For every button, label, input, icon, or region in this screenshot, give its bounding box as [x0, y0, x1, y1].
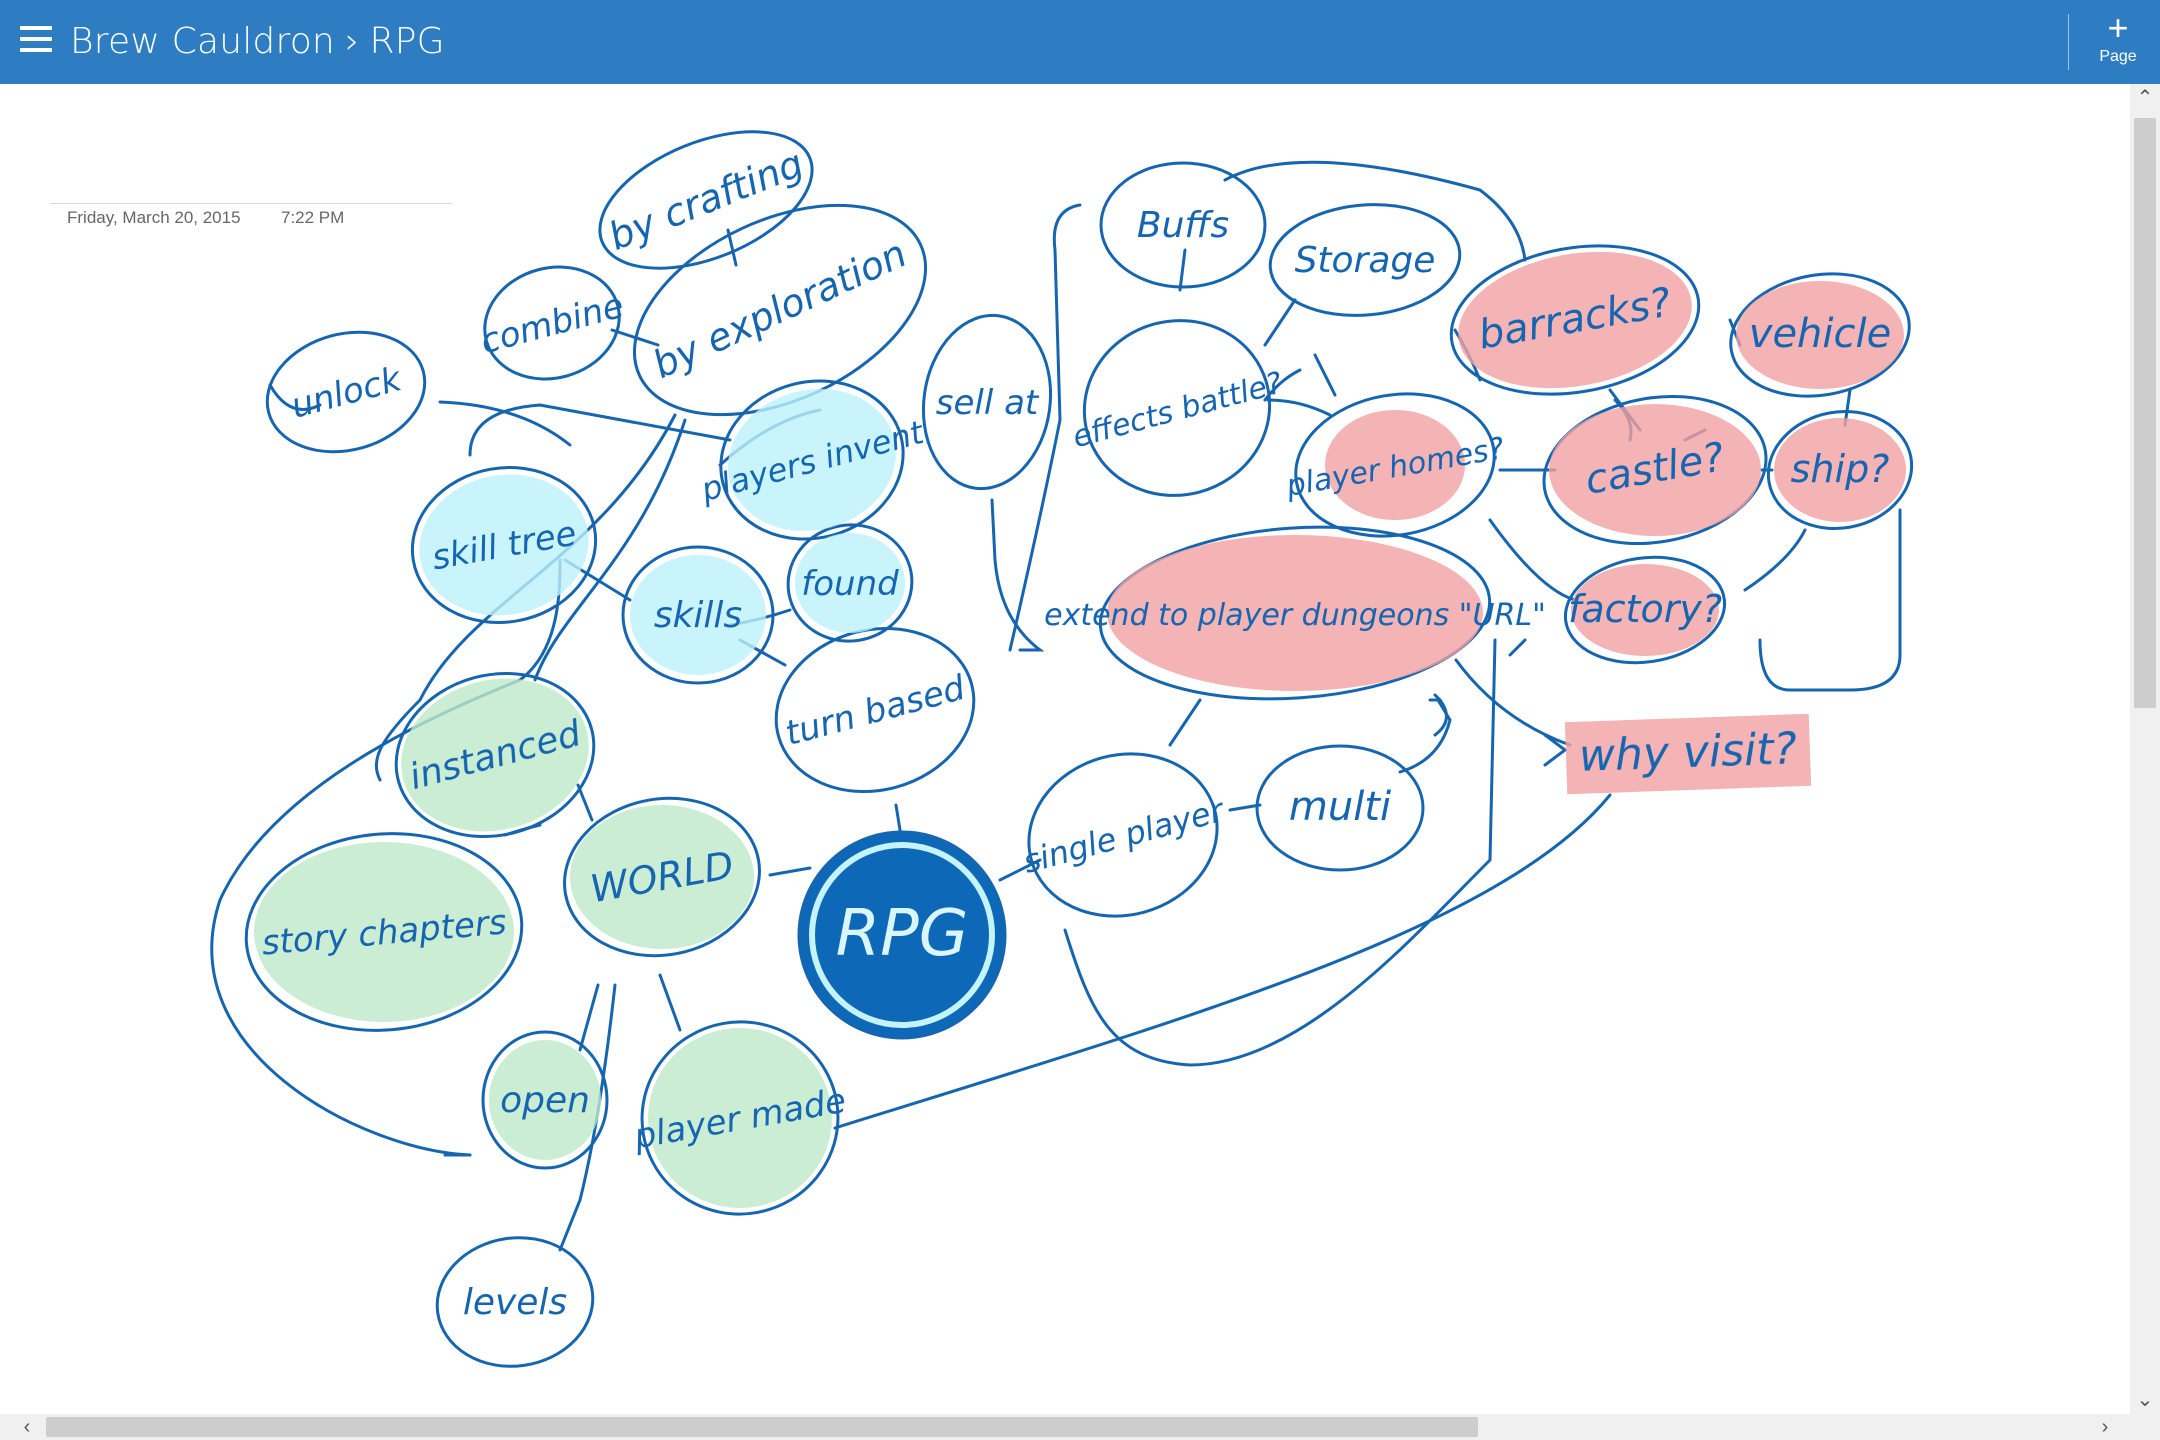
scroll-down-icon[interactable]: ⌄ [2136, 1389, 2154, 1411]
node-buffs: Buffs [1137, 205, 1229, 246]
title-bar: Brew Cauldron›RPG + Page [0, 0, 2160, 84]
scrollbar-corner [2130, 1414, 2160, 1440]
node-ship: ship? [1791, 447, 1890, 491]
node-single-player: single player [1019, 791, 1229, 881]
node-factory: factory? [1568, 587, 1722, 631]
titlebar-divider [2068, 14, 2069, 70]
hamburger-menu-icon[interactable] [20, 26, 52, 58]
page-date: Friday, March 20, 2015 [67, 208, 241, 227]
horizontal-scroll-thumb[interactable] [46, 1417, 1478, 1437]
node-vehicle: vehicle [1749, 311, 1891, 357]
plus-icon: + [2107, 7, 2129, 48]
node-effects-battle: effects battle? [1069, 366, 1286, 456]
vertical-scroll-thumb[interactable] [2134, 118, 2156, 708]
node-found: found [801, 564, 899, 604]
node-open: open [500, 1080, 590, 1121]
node-turn-based: turn based [781, 668, 969, 754]
page-time: 7:22 PM [281, 208, 345, 227]
page-title-line [50, 203, 452, 204]
scroll-right-icon[interactable]: › [2101, 1416, 2109, 1438]
add-page-label: Page [2099, 48, 2137, 65]
horizontal-scrollbar[interactable]: ‹ › [0, 1414, 2130, 1440]
node-by-crafting: by crafting [602, 141, 809, 259]
ink-canvas[interactable]: by crafting combine by exploration unloc… [0, 84, 2130, 1414]
node-levels: levels [463, 1282, 567, 1323]
breadcrumb-section[interactable]: RPG [369, 21, 445, 62]
node-storage: Storage [1295, 240, 1436, 281]
scroll-up-icon[interactable]: ⌃ [2136, 87, 2154, 109]
breadcrumb: Brew Cauldron›RPG [70, 20, 445, 64]
node-skills: skills [654, 595, 742, 636]
node-unlock: unlock [287, 359, 407, 427]
vertical-scrollbar[interactable]: ⌃ ⌄ [2130, 84, 2160, 1414]
scroll-left-icon[interactable]: ‹ [23, 1416, 31, 1438]
breadcrumb-separator: › [344, 21, 360, 62]
node-sell-at: sell at [936, 383, 1040, 423]
node-extend-dungeons: extend to player dungeons "URL" [1044, 598, 1546, 633]
node-by-exploration: by exploration [646, 231, 913, 387]
center-node [797, 830, 1007, 1040]
node-rpg: RPG [836, 897, 969, 971]
node-multi: multi [1289, 784, 1391, 830]
breadcrumb-notebook[interactable]: Brew Cauldron [70, 21, 335, 62]
add-page-button[interactable]: + Page [2082, 8, 2154, 78]
node-why-visit: why visit? [1578, 723, 1798, 782]
